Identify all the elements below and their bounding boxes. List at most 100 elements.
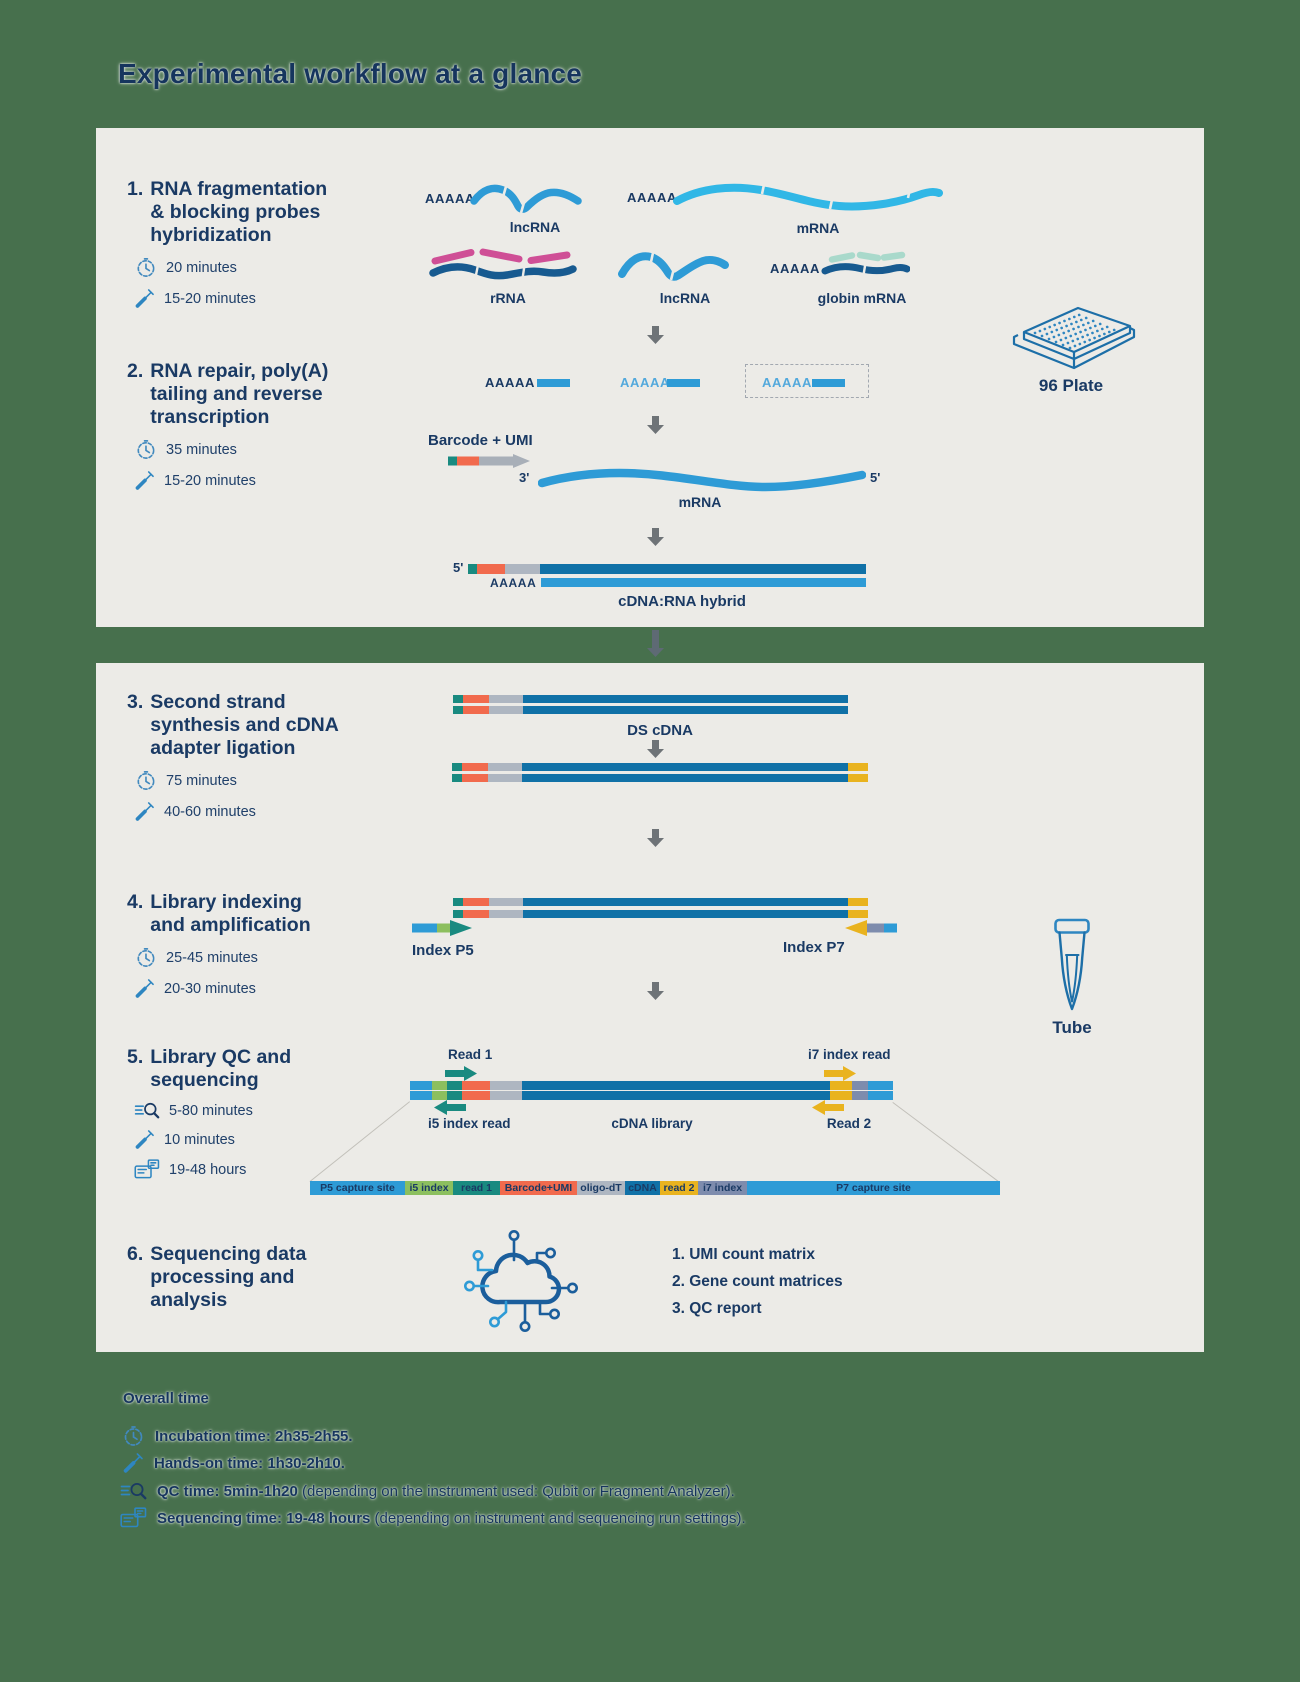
i7-index-read-arrow-icon bbox=[824, 1066, 857, 1081]
i5-index-read-arrow-icon bbox=[433, 1100, 466, 1115]
rna-fragment-bar bbox=[667, 379, 700, 387]
segment-i5-index: i5 index bbox=[405, 1181, 453, 1195]
index-p5-primer-icon bbox=[412, 920, 472, 936]
down-arrow-icon bbox=[647, 326, 664, 344]
mRNA-wave-icon bbox=[673, 179, 943, 211]
read2-arrow-icon bbox=[811, 1100, 844, 1115]
overall-hands-on-row: Hands-on time: 1h30-2h10. bbox=[122, 1452, 345, 1474]
incubation-time: 25-45 minutes bbox=[134, 946, 311, 969]
step-number: 3. bbox=[127, 691, 144, 713]
sequencer-icon bbox=[120, 1507, 147, 1529]
mRNA-wave-icon bbox=[538, 468, 866, 492]
time-label: 5-80 minutes bbox=[169, 1102, 253, 1119]
output-item: 3. QC report bbox=[672, 1300, 762, 1317]
step-number: 4. bbox=[127, 891, 144, 913]
step-1-block: 1. RNA fragmentation & blocking probes h… bbox=[127, 178, 327, 309]
library-structure-bar: P5 capture site i5 index read 1 Barcode+… bbox=[310, 1181, 1000, 1195]
polyA-tail-label: AAAAA bbox=[490, 576, 537, 590]
segment-barcode-umi: Barcode+UMI bbox=[500, 1181, 577, 1195]
library-bottom-strand bbox=[453, 910, 868, 918]
down-arrow-icon bbox=[647, 982, 664, 1000]
hands-on-time: 15-20 minutes bbox=[134, 288, 327, 309]
step-2-block: 2. RNA repair, poly(A) tailing and rever… bbox=[127, 360, 328, 491]
overall-bold-text: Incubation time: 2h35-2h55. bbox=[155, 1427, 353, 1445]
step-number: 6. bbox=[127, 1243, 144, 1265]
step-title: RNA repair, poly(A) tailing and reverse … bbox=[150, 360, 329, 428]
lncRNA-label: lncRNA bbox=[659, 290, 711, 306]
qc-time-icon bbox=[120, 1481, 147, 1501]
three-prime-label: 3' bbox=[519, 470, 530, 485]
mRNA-label: mRNA bbox=[796, 220, 840, 236]
step-5-block: 5. Library QC and sequencing 5-80 minute… bbox=[127, 1046, 291, 1180]
pipette-icon bbox=[134, 470, 155, 491]
overall-time-heading: Overall time bbox=[123, 1390, 209, 1407]
ligated-cdna-top-strand bbox=[452, 763, 868, 771]
lncRNA-label: lncRNA bbox=[509, 219, 561, 235]
globin-mRNA-wave-icon bbox=[821, 251, 910, 279]
segment-p5-capture-site: P5 capture site bbox=[310, 1181, 405, 1195]
step-title: Second strand synthesis and cDNA adapter… bbox=[150, 691, 339, 759]
barcode-umi-label: Barcode + UMI bbox=[428, 432, 533, 449]
down-arrow-icon bbox=[647, 416, 664, 434]
ligated-cdna-bottom-strand bbox=[452, 774, 868, 782]
segment-cdna: cDNA bbox=[625, 1181, 660, 1195]
i5-index-read-label: i5 index read bbox=[428, 1116, 511, 1131]
step-title: Library QC and sequencing bbox=[150, 1046, 292, 1091]
hands-on-time: 20-30 minutes bbox=[134, 978, 311, 999]
i7-index-read-label: i7 index read bbox=[808, 1047, 891, 1062]
pipette-icon bbox=[134, 288, 155, 309]
cdna-rna-hybrid-label: cDNA:RNA hybrid bbox=[618, 593, 746, 610]
tube-icon bbox=[1054, 918, 1090, 1011]
step-number: 1. bbox=[127, 178, 144, 200]
step-title: RNA fragmentation & blocking probes hybr… bbox=[150, 178, 328, 246]
rna-fragment-bar bbox=[537, 379, 570, 387]
pipette-icon bbox=[134, 801, 155, 822]
clock-icon bbox=[121, 1424, 145, 1448]
step-4-block: 4. Library indexing and amplification 25… bbox=[127, 891, 311, 999]
clock-icon bbox=[134, 769, 157, 792]
lncRNA-wave-icon bbox=[470, 182, 582, 214]
plate-96-icon bbox=[1012, 306, 1136, 370]
selected-fragment-box bbox=[745, 364, 869, 398]
step-3-block: 3. Second strand synthesis and cDNA adap… bbox=[127, 691, 339, 822]
ds-cdna-label: DS cDNA bbox=[627, 722, 693, 739]
barcode-umi-primer-icon bbox=[448, 454, 530, 468]
segment-p7-capture-site: P7 capture site bbox=[747, 1181, 1000, 1195]
index-p5-label: Index P5 bbox=[412, 942, 474, 959]
tube-label: Tube bbox=[1052, 1018, 1092, 1037]
down-arrow-icon bbox=[647, 528, 664, 546]
segment-i7-index: i7 index bbox=[698, 1181, 747, 1195]
overall-bold-text: Sequencing time: 19-48 hours bbox=[157, 1509, 371, 1527]
lncRNA-wave-icon bbox=[618, 248, 729, 281]
pipette-icon bbox=[122, 1452, 144, 1474]
down-arrow-icon bbox=[647, 630, 664, 657]
pipette-icon bbox=[134, 978, 155, 999]
page-title: Experimental workflow at a glance bbox=[118, 58, 583, 89]
segment-read-2: read 2 bbox=[660, 1181, 698, 1195]
time-label: 20 minutes bbox=[166, 259, 237, 276]
read2-label: Read 2 bbox=[826, 1116, 872, 1131]
polyA-tail-label: AAAAA bbox=[627, 190, 677, 205]
cdna-library-label: cDNA library bbox=[611, 1116, 693, 1131]
incubation-time: 20 minutes bbox=[134, 256, 327, 279]
mRNA-label: mRNA bbox=[678, 494, 722, 510]
qc-time-icon bbox=[134, 1101, 160, 1120]
rna-strand-bar bbox=[541, 578, 866, 587]
time-label: 20-30 minutes bbox=[164, 980, 256, 997]
down-arrow-icon bbox=[647, 829, 664, 847]
clock-icon bbox=[134, 946, 157, 969]
five-prime-label: 5' bbox=[870, 470, 881, 485]
overall-bold-text: QC time: 5min-1h20 bbox=[157, 1482, 298, 1500]
step-number: 2. bbox=[127, 360, 144, 382]
overall-rest-text: (depending on the instrument used: Qubit… bbox=[297, 1482, 735, 1500]
sequencer-icon bbox=[134, 1159, 160, 1180]
polyA-tail-label: AAAAA bbox=[485, 375, 535, 390]
analysis-outputs-list: 1. UMI count matrix 2. Gene count matric… bbox=[672, 1241, 843, 1322]
time-label: 15-20 minutes bbox=[164, 290, 256, 307]
overall-sequencing-row: Sequencing time: 19-48 hours (depending … bbox=[120, 1507, 746, 1529]
output-item: 2. Gene count matrices bbox=[672, 1273, 843, 1290]
cdna-strand-bar bbox=[468, 564, 866, 574]
polyA-tail-label: AAAAA bbox=[762, 375, 812, 390]
step-title: Sequencing data processing and analysis bbox=[150, 1243, 307, 1311]
